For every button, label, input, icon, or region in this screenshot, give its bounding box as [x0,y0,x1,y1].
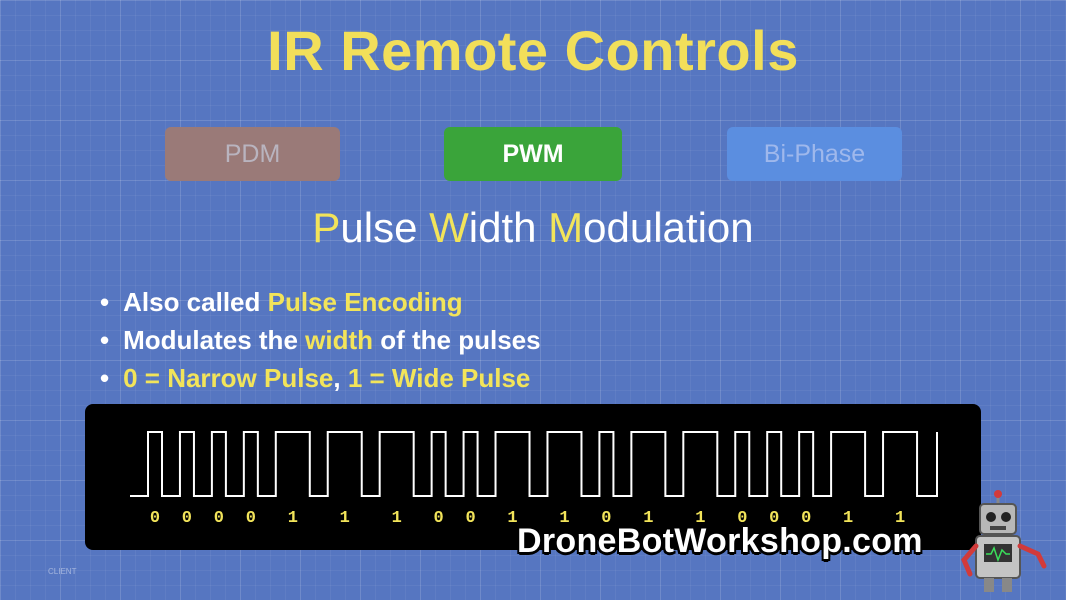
tab-bi-phase[interactable]: Bi-Phase [727,127,902,181]
bit-label: 1 [695,509,705,528]
bit-label: 1 [843,509,853,528]
bit-label: 1 [643,509,653,528]
bit-label: 1 [392,509,402,528]
bit-label: 0 [182,509,192,528]
watermark: DroneBotWorkshop.com [517,522,923,560]
bullet-highlight: 1 = Wide Pulse [347,363,531,393]
subtitle: Pulse Width Modulation [0,204,1066,252]
bullet-text: of the pulses [373,325,541,355]
bit-labels: 0 0 0 0 1 1 1 0 0 1 1 0 1 1 0 0 0 1 1 [150,509,905,528]
bit-label: 0 [150,509,160,528]
bit-label: 1 [559,509,569,528]
bit-label: 0 [801,509,811,528]
bullet-highlight: width [305,325,373,355]
bit-label: 0 [737,509,747,528]
bullet-item: 0 = Narrow Pulse, 1 = Wide Pulse [100,359,541,397]
waveform-graphic: 0 0 0 0 1 1 1 0 0 1 1 0 1 1 0 0 0 1 1 [130,431,938,528]
bullet-item: Also called Pulse Encoding [100,283,541,321]
page-title: IR Remote Controls [267,19,799,82]
subtitle-text-1: ulse [340,204,430,251]
bullet-text: Modulates the [123,325,306,355]
subtitle-initial-p: P [312,204,341,251]
bullet-text: Also called [123,287,268,317]
bit-label: 0 [433,509,443,528]
subtitle-initial-m: M [548,204,584,251]
footer-tag: CLIENT [48,567,77,576]
tab-pdm[interactable]: PDM [165,127,340,181]
bit-label: 1 [507,509,517,528]
subtitle-text-3: odulation [583,204,754,251]
tab-pwm[interactable]: PWM [444,127,622,181]
bullet-text: , [333,363,348,393]
robot-mascot-icon [961,490,1047,592]
subtitle-initial-w: W [429,204,469,251]
pwm-waveform-line [130,431,938,497]
bullet-item: Modulates the width of the pulses [100,321,541,359]
bit-label: 0 [214,509,224,528]
bullet-highlight: 0 = Narrow Pulse [123,363,334,393]
bit-label: 1 [340,509,350,528]
bit-label: 0 [769,509,779,528]
bit-label: 1 [895,509,905,528]
bit-label: 0 [601,509,611,528]
bit-label: 1 [288,509,298,528]
bit-label: 0 [465,509,475,528]
bullet-highlight: Pulse Encoding [267,287,463,317]
subtitle-text-2: idth [468,204,549,251]
bullet-list: Also called Pulse Encoding Modulates the… [100,283,541,397]
waveform-panel: 0 0 0 0 1 1 1 0 0 1 1 0 1 1 0 0 0 1 1 [85,404,981,550]
bit-label: 0 [246,509,256,528]
